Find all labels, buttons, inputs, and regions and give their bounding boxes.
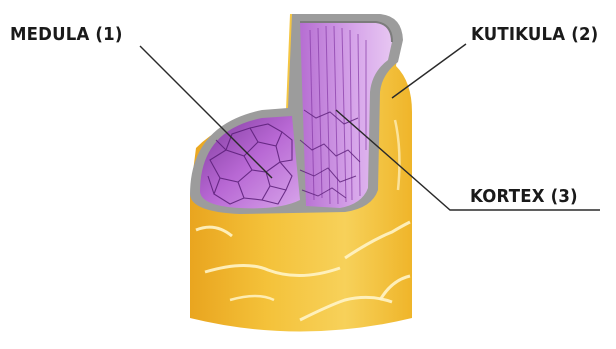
kutikula-label: KUTIKULA (2) [471, 24, 598, 45]
kortex-label: KORTEX (3) [470, 186, 578, 207]
medula-label: MEDULA (1) [10, 24, 123, 45]
medulla-core [200, 116, 300, 208]
kutikula-leader-line [392, 44, 466, 98]
